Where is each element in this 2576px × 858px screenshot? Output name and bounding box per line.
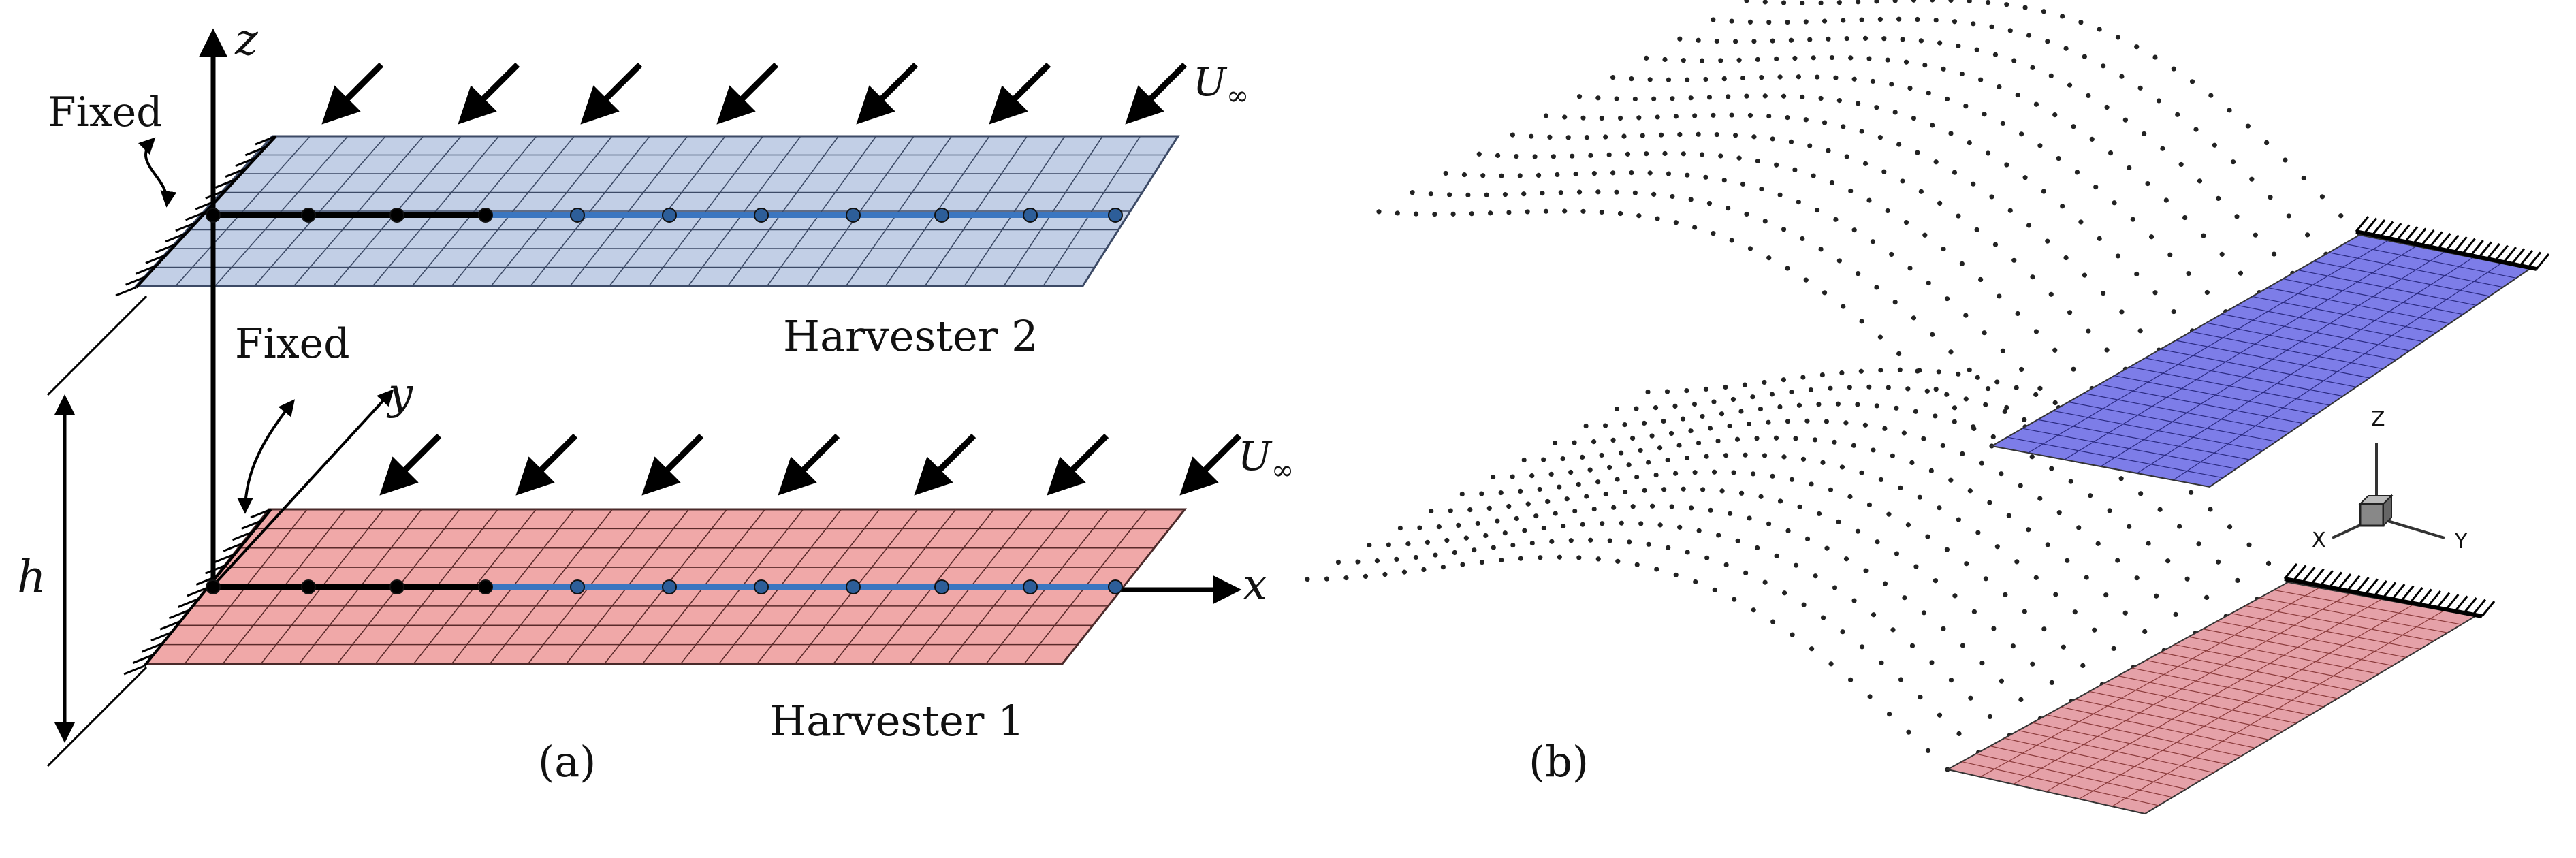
flow-arrows-top <box>321 62 1188 125</box>
beam-harvester-2 <box>206 208 1123 223</box>
z-axis-label: z <box>234 15 259 65</box>
triad-z-label: Z <box>2371 407 2385 431</box>
panel-b-bottom-plate <box>1945 563 2496 815</box>
triad-x-label: X <box>2312 528 2326 552</box>
harvester-2-label: Harvester 2 <box>783 311 1038 361</box>
panel-b-top-plate <box>1990 216 2550 488</box>
y-axis-label: y <box>386 369 413 419</box>
coordinate-triad: Z Y X <box>2312 407 2468 554</box>
fixed-label-bottom: Fixed <box>235 320 350 368</box>
gap-extension-top <box>46 295 148 396</box>
gap-extension-bottom <box>46 666 148 767</box>
x-axis-label: x <box>1243 560 1267 610</box>
harvester-2-grid <box>153 136 1166 287</box>
flow-arrows-bottom <box>379 433 1242 496</box>
beam-harvester-1 <box>206 579 1123 594</box>
fixed-label-top: Fixed <box>48 89 163 136</box>
panel-b: Z Y X (b) <box>1305 0 2550 815</box>
fixed-pointer-bottom <box>237 399 295 514</box>
caption-a: (a) <box>538 737 596 786</box>
flow-label-top: U∞ <box>1193 59 1249 112</box>
panel-a: z y x U∞ U∞ Fixed <box>17 15 1294 786</box>
gap-label: h <box>17 551 46 603</box>
harvester-1-label: Harvester 1 <box>769 696 1025 746</box>
fixed-pointer-top <box>138 137 177 208</box>
y-axis <box>212 389 394 587</box>
harvester-2-plate <box>133 135 1180 287</box>
triad-y-label: Y <box>2454 530 2468 554</box>
caption-b: (b) <box>1529 737 1589 786</box>
flow-label-bottom: U∞ <box>1238 433 1294 486</box>
